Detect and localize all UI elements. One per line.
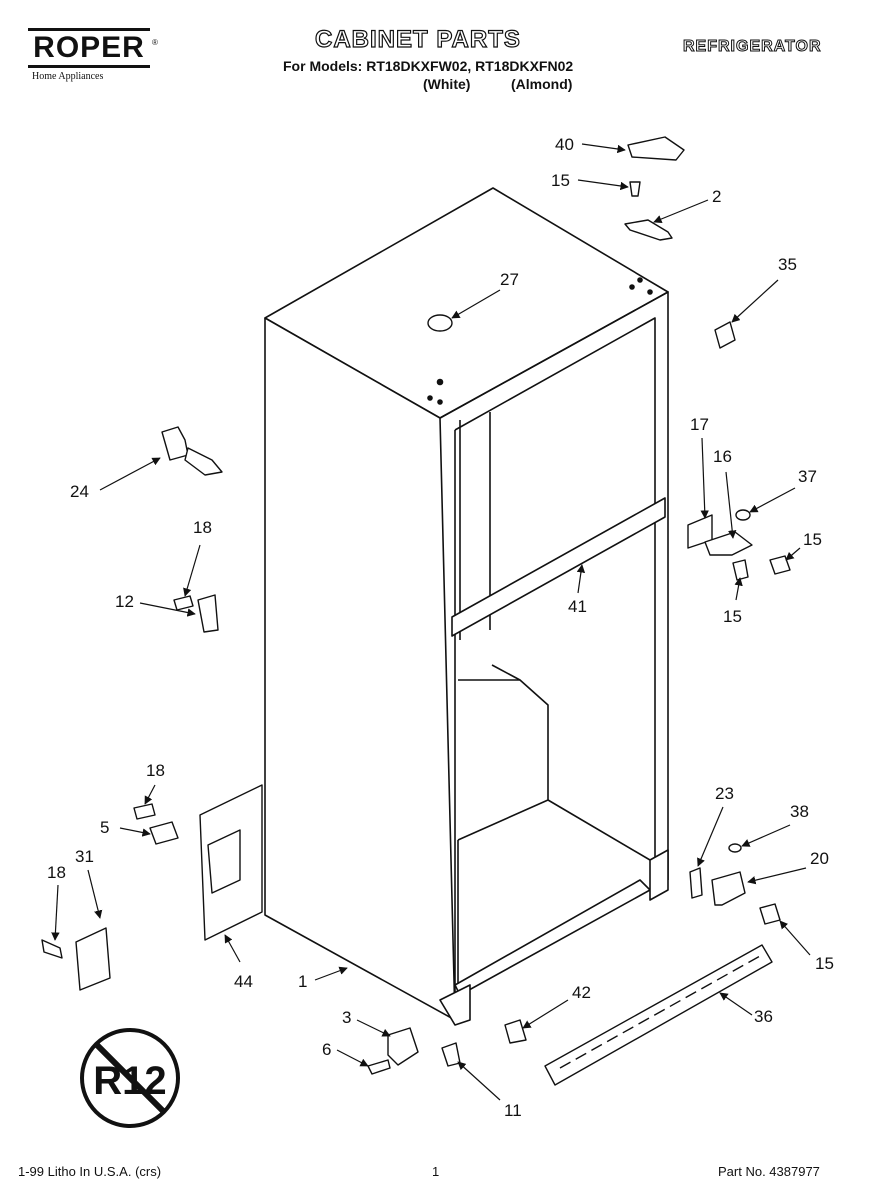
- no-r12-icon: R12: [80, 1028, 180, 1128]
- callout-label: 36: [754, 1007, 773, 1026]
- callout-label: 2: [712, 187, 721, 206]
- callout-label: 12: [115, 592, 134, 611]
- part-42-clip: [504, 1019, 527, 1044]
- footer-part-number: Part No. 4387977: [718, 1164, 820, 1179]
- part-12-bracket: [197, 594, 219, 633]
- part-15-screw-mid: [732, 559, 749, 581]
- callout-label: 24: [70, 482, 89, 501]
- part-18-screw-a: [173, 595, 194, 611]
- callout-label: 42: [572, 983, 591, 1002]
- part-36-base-grille: [544, 944, 773, 1086]
- part-5-bracket: [149, 821, 179, 845]
- category-label: REFRIGERATOR: [683, 38, 822, 56]
- trademark-mark: ®: [152, 38, 158, 47]
- leader-lines: [51, 143, 811, 1101]
- brand-name: ROPER: [28, 28, 150, 68]
- callout-label: 41: [568, 597, 587, 616]
- callout-label: 11: [504, 1101, 522, 1120]
- cabinet-body: [264, 187, 669, 1026]
- brand-logo: ROPER Home Appliances: [28, 28, 158, 82]
- callout-label: 20: [810, 849, 829, 868]
- part-6-screw: [367, 1059, 391, 1075]
- model-numbers: For Models: RT18DKXFW02, RT18DKXFN02: [283, 58, 574, 74]
- footer-litho: 1-99 Litho In U.S.A. (crs): [18, 1164, 162, 1179]
- part-2-top-hinge: [624, 219, 673, 241]
- callout-label: 44: [234, 972, 253, 991]
- callout-label: 15: [723, 607, 742, 626]
- callout-label: 27: [500, 270, 519, 289]
- variant-white: (White): [423, 76, 471, 92]
- part-40-hinge-cover: [627, 136, 685, 161]
- callout-label: 40: [555, 135, 574, 154]
- brand-subtitle: Home Appliances: [32, 71, 104, 82]
- callout-label: 23: [715, 784, 734, 803]
- callout-label: 37: [798, 467, 817, 486]
- callout-label: 1: [298, 972, 307, 991]
- callout-label: 35: [778, 255, 797, 274]
- callout-label: 15: [803, 530, 822, 549]
- part-18-screw-c: [41, 939, 63, 959]
- callout-label: 18: [47, 863, 66, 882]
- callout-label: 16: [713, 447, 732, 466]
- callout-label: 18: [193, 518, 212, 537]
- part-37-washer: [735, 509, 751, 521]
- callout-label: 31: [75, 847, 94, 866]
- part-38-washer: [728, 843, 742, 853]
- callout-label: 17: [690, 415, 709, 434]
- part-11-screw: [441, 1042, 461, 1067]
- footer-page-number: 1: [432, 1164, 440, 1179]
- callout-label: 18: [146, 761, 165, 780]
- callout-label: 5: [100, 818, 109, 837]
- part-15-screw-lower: [759, 903, 781, 925]
- part-35-hinge-pin: [714, 321, 736, 349]
- callout-labels: 40 15 2 35 27 24 17 16 37 15 18 12 41 15…: [47, 135, 834, 1120]
- part-3-roller: [387, 1027, 419, 1066]
- part-15-screw-mid-right: [769, 555, 791, 575]
- callout-label: 3: [342, 1008, 351, 1027]
- part-15-screw-top: [629, 181, 641, 197]
- variant-almond: (Almond): [511, 76, 573, 92]
- part-20-bottom-hinge: [711, 871, 746, 906]
- part-23-spacer: [689, 867, 703, 899]
- part-27-plug-button: [427, 314, 453, 332]
- part-18-screw-b: [133, 803, 156, 820]
- part-24-leveling-leg: [161, 426, 189, 461]
- callout-label: 15: [551, 171, 570, 190]
- callout-label: 15: [815, 954, 834, 973]
- part-31-cover: [75, 927, 111, 991]
- diagram-title: CABINET PARTS: [314, 25, 521, 53]
- callout-label: 6: [322, 1040, 331, 1059]
- callout-label: 38: [790, 802, 809, 821]
